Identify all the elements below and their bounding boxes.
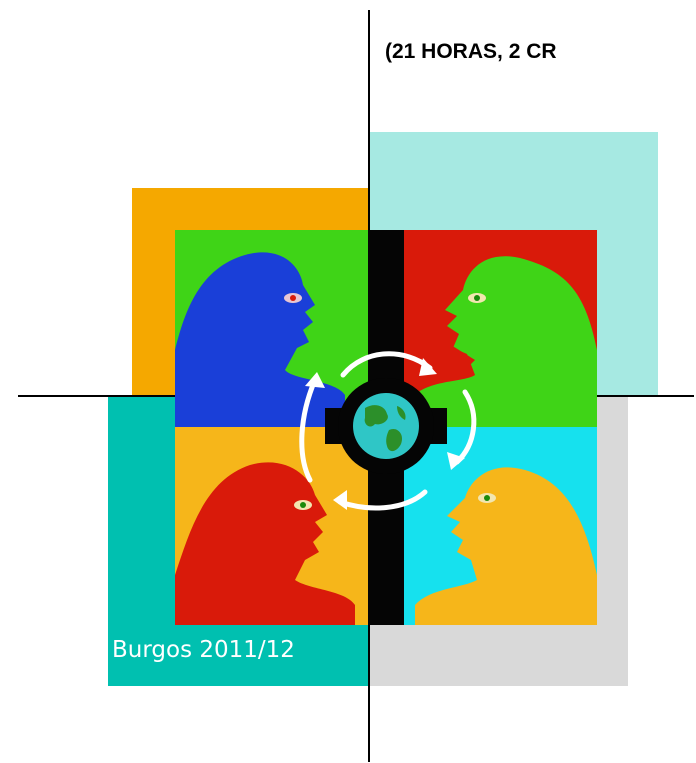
footer-location-year-label: Burgos 2011/12 <box>112 637 295 663</box>
people-communication-globe-icon <box>175 230 597 625</box>
course-hours-heading: (21 HORAS, 2 CR <box>385 40 557 63</box>
